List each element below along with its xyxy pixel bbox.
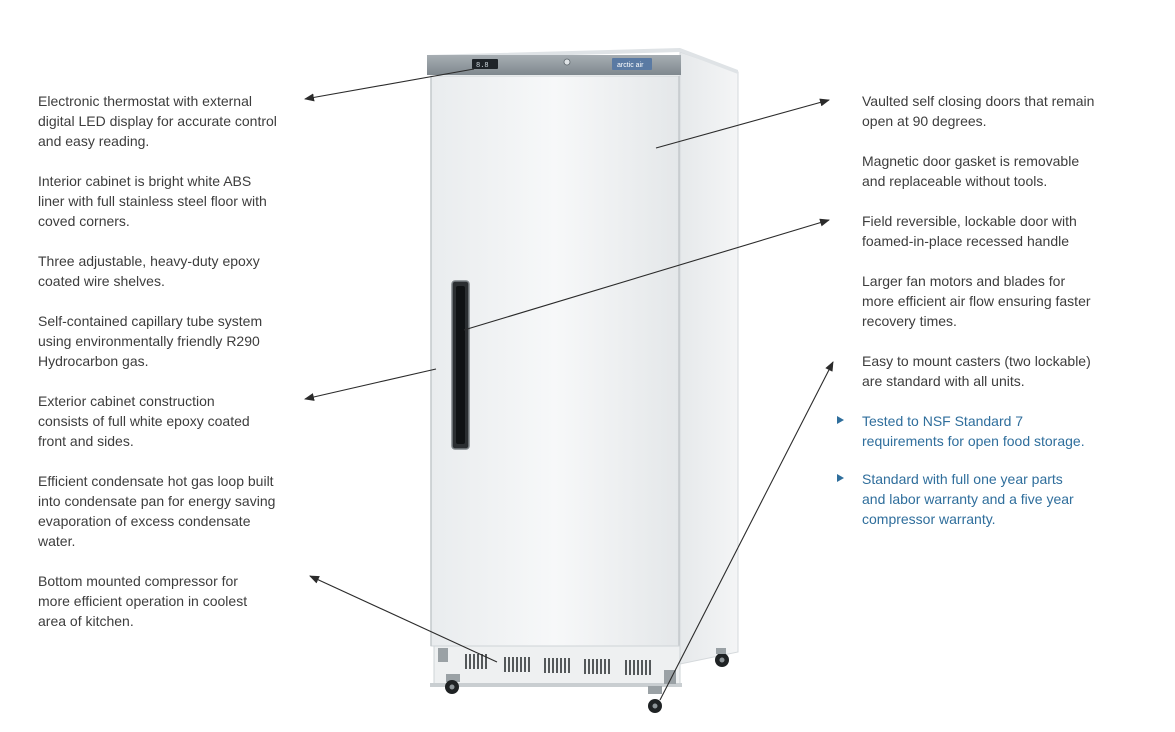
feature-interior-cabinet: Interior cabinet is bright white ABS lin… bbox=[38, 173, 267, 229]
feature-compressor: Bottom mounted compressor for more effic… bbox=[38, 573, 248, 629]
feature-capillary-system: Self-contained capillary tube system usi… bbox=[38, 313, 263, 369]
caster-wheels bbox=[438, 648, 729, 713]
arrow-casters bbox=[659, 361, 834, 701]
feature-casters: Easy to mount casters (two lockable) are… bbox=[862, 353, 1091, 389]
feature-reversible-door: Field reversible, lockable door with foa… bbox=[862, 213, 1077, 249]
feature-thermostat: Electronic thermostat with external digi… bbox=[38, 93, 277, 149]
arrow-compressor bbox=[309, 575, 498, 663]
feature-vaulted-doors: Vaulted self closing doors that remain o… bbox=[862, 93, 1095, 129]
cabinet-door bbox=[430, 75, 680, 647]
cabinet-side bbox=[679, 51, 739, 665]
feature-condensate-loop: Efficient condensate hot gas loop built … bbox=[38, 473, 276, 549]
arrow-handle bbox=[463, 218, 830, 331]
brand-logo-text: arctic air bbox=[617, 62, 644, 69]
leader-arrows bbox=[304, 68, 834, 701]
arrow-exterior bbox=[304, 368, 437, 401]
callout-nsf-standard: Tested to NSF Standard 7 requirements fo… bbox=[862, 413, 1085, 449]
feature-exterior-cabinet: Exterior cabinet construction consists o… bbox=[38, 393, 250, 449]
feature-fan-motors: Larger fan motors and blades for more ef… bbox=[862, 273, 1091, 329]
arrow-doors bbox=[655, 98, 830, 149]
brand-badge bbox=[612, 58, 652, 70]
led-display bbox=[472, 59, 498, 69]
feature-door-gasket: Magnetic door gasket is removable and re… bbox=[862, 153, 1080, 189]
compressor-vents bbox=[465, 654, 651, 675]
bullet-triangle-icon bbox=[837, 474, 844, 482]
lock-icon bbox=[563, 58, 571, 66]
callout-warranty: Standard with full one year parts and la… bbox=[862, 471, 1074, 527]
feature-shelves: Three adjustable, heavy-duty epoxy coate… bbox=[38, 253, 260, 289]
arrow-thermostat bbox=[304, 68, 475, 102]
svg-text:8.8: 8.8 bbox=[476, 62, 489, 70]
cabinet-top bbox=[427, 48, 738, 74]
bullet-triangle-icon bbox=[837, 416, 844, 424]
